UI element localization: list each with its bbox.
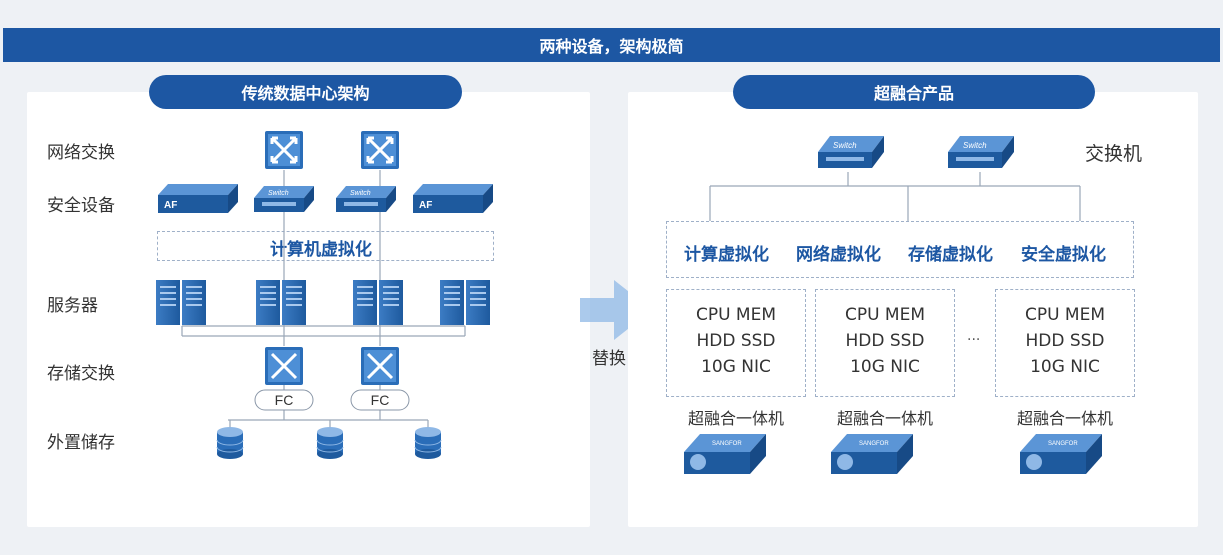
virt-security: 安全虚拟化 <box>1021 245 1106 265</box>
compute-virtualization-label: 计算机虚拟化 <box>270 240 372 260</box>
af-firewall-icon: AF <box>413 184 493 213</box>
switch-label: Switch <box>268 190 289 197</box>
storage-switch-icon <box>265 347 303 385</box>
fc-label: FC <box>275 392 294 408</box>
server-rack-icon <box>440 280 490 325</box>
virt-network: 网络虚拟化 <box>796 245 881 265</box>
page-banner: 两种设备，架构极简 <box>3 28 1220 62</box>
node-caption: 超融合一体机 <box>687 409 784 428</box>
ellipsis: ... <box>967 328 981 344</box>
fc-pill: FC <box>350 389 410 411</box>
switch-caption: 交换机 <box>1085 143 1143 165</box>
virt-storage: 存储虚拟化 <box>908 245 993 265</box>
server-rack-icon <box>353 280 403 325</box>
hci-node-box <box>666 289 806 397</box>
core-switch-icon <box>265 131 303 169</box>
storage-disk-icon <box>316 427 344 459</box>
node-caption: 超融合一体机 <box>1016 409 1113 428</box>
server-rack-icon <box>256 280 306 325</box>
access-switch-icon: Switch <box>336 186 396 212</box>
server-rack-icon <box>156 280 206 325</box>
storage-disk-icon <box>216 427 244 459</box>
hci-node-box <box>995 289 1135 397</box>
storage-disk-icon <box>414 427 442 459</box>
replace-arrow-icon <box>580 280 652 340</box>
af-firewall-icon: AF <box>158 184 238 213</box>
compute-virtualization-box <box>157 231 494 261</box>
hci-node-box <box>815 289 955 397</box>
traditional-architecture-panel <box>27 92 590 527</box>
hci-title: 超融合产品 <box>733 75 1095 109</box>
row-label-servers: 服务器 <box>47 296 98 316</box>
access-switch-icon: Switch <box>254 186 314 212</box>
virt-compute: 计算虚拟化 <box>684 245 769 265</box>
storage-switch-icon <box>361 347 399 385</box>
virtualization-layer-box <box>666 221 1134 278</box>
row-label-external-storage: 外置储存 <box>47 433 115 453</box>
traditional-title: 传统数据中心架构 <box>149 75 462 109</box>
node-caption: 超融合一体机 <box>836 409 933 428</box>
core-switch-icon <box>361 131 399 169</box>
row-label-network-switch: 网络交换 <box>47 143 115 163</box>
replace-label: 替换 <box>592 349 626 369</box>
switch-label: Switch <box>350 190 371 197</box>
fc-pill: FC <box>254 389 314 411</box>
row-label-security: 安全设备 <box>47 196 115 216</box>
fc-label: FC <box>371 392 390 408</box>
row-label-storage-switch: 存储交换 <box>47 364 115 384</box>
af-label: AF <box>164 200 177 211</box>
af-label: AF <box>419 200 432 211</box>
